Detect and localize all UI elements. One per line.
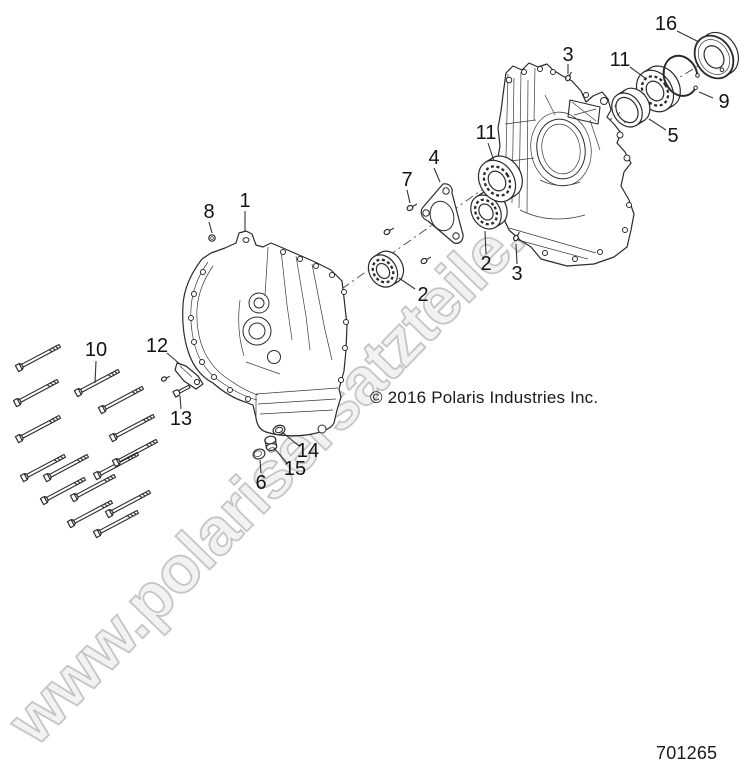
leader-line-5	[648, 118, 667, 131]
bolt-10	[92, 451, 140, 481]
screw-7-c	[420, 256, 432, 265]
part-number-14: 14	[297, 440, 319, 462]
oil-seal-16	[693, 31, 740, 80]
screw-7-b	[383, 227, 395, 236]
right-case-bolt-holes	[505, 66, 632, 262]
part-number-2: 2	[480, 253, 491, 275]
leader-line-11	[487, 142, 495, 162]
part-number-11: 11	[476, 122, 497, 144]
bolt-10	[92, 509, 140, 539]
left-case-bolt-holes	[188, 249, 349, 402]
part-number-6: 6	[255, 472, 266, 494]
leader-line-13	[179, 395, 182, 410]
part-number-9: 9	[718, 91, 729, 113]
diagram-number: 701265	[656, 743, 718, 763]
bolt-10	[104, 489, 152, 519]
screw-3-top	[565, 71, 572, 82]
part-number-15: 15	[284, 458, 306, 480]
leader-line-12	[166, 352, 182, 366]
part-number-12: 12	[146, 335, 168, 357]
crankcase-bolts-group	[12, 343, 159, 539]
spacer-ring-5	[611, 87, 651, 128]
bracket-12	[160, 362, 204, 390]
bolt-10	[39, 476, 87, 506]
screw-7-a	[406, 203, 418, 212]
left-crankcase-half	[182, 230, 349, 437]
leader-line-9	[698, 91, 714, 99]
bolt-10	[19, 453, 67, 483]
screw-3-bottom	[513, 231, 520, 242]
part-number-16: 16	[655, 13, 677, 35]
leader-line-14	[281, 431, 300, 447]
leader-line-8	[208, 221, 213, 234]
part-number-10: 10	[85, 339, 107, 361]
bolt-10	[14, 343, 62, 373]
leader-line-2	[398, 277, 416, 290]
part-number-8: 8	[203, 201, 214, 223]
part-number-11: 11	[610, 49, 631, 71]
snap-ring-9	[662, 54, 700, 97]
leader-line-16	[676, 30, 700, 43]
part-number-4: 4	[428, 147, 439, 169]
part-number-3: 3	[562, 44, 573, 66]
bolt-10	[12, 378, 60, 408]
bolt-10	[108, 413, 156, 443]
part-number-2: 2	[417, 284, 428, 306]
bolt-10	[69, 473, 117, 503]
copyright-text: © 2016 Polaris Industries Inc.	[370, 388, 599, 407]
watermark-text: www.polarisersatzteile.de	[0, 147, 589, 758]
plug-6	[252, 448, 266, 460]
leader-line-11	[629, 66, 646, 79]
bolt-10	[73, 368, 121, 398]
part-number-7: 7	[401, 169, 412, 191]
bolt-10	[42, 453, 90, 483]
part-number-1: 1	[239, 190, 250, 212]
bolt-10	[111, 438, 159, 468]
leader-line-7	[406, 189, 411, 204]
part-number-5: 5	[667, 125, 678, 147]
ball-bearing-2-left	[367, 250, 405, 288]
bolt-10	[14, 414, 62, 444]
leader-line-15	[273, 447, 288, 464]
leader-line-10	[94, 360, 97, 384]
gasket	[420, 183, 464, 244]
bolt-10	[66, 499, 114, 529]
screw-13	[172, 384, 191, 398]
part-number-3: 3	[511, 263, 522, 285]
right-crankcase-half	[496, 62, 635, 267]
leader-line-3	[515, 243, 518, 265]
bolt-10	[97, 385, 145, 415]
ball-bearing-11-left	[477, 155, 523, 203]
part-number-13: 13	[170, 408, 192, 430]
leader-line-6	[259, 459, 262, 474]
screw-8	[208, 234, 216, 242]
leader-line-4	[433, 167, 441, 183]
oil-sump	[255, 387, 339, 434]
leader-line-2	[484, 230, 487, 255]
